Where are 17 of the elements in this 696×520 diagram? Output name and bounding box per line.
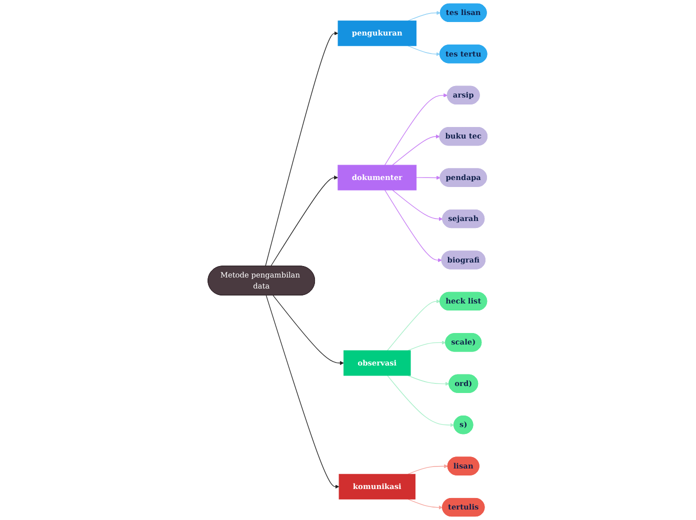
arrow — [266, 295, 340, 489]
arrow — [408, 10, 442, 22]
arrow — [408, 464, 448, 474]
arrow — [392, 134, 440, 166]
arrow — [408, 498, 444, 510]
arrow — [408, 340, 446, 351]
arrow — [408, 46, 441, 56]
arrow — [384, 190, 442, 262]
arrow — [265, 31, 339, 267]
arrow — [387, 375, 455, 428]
arrow — [408, 375, 450, 386]
arrow — [392, 190, 444, 221]
arrow — [273, 295, 344, 366]
arrow — [384, 93, 448, 166]
arrow — [387, 299, 441, 351]
arrow — [270, 176, 339, 267]
arrow — [416, 176, 441, 180]
